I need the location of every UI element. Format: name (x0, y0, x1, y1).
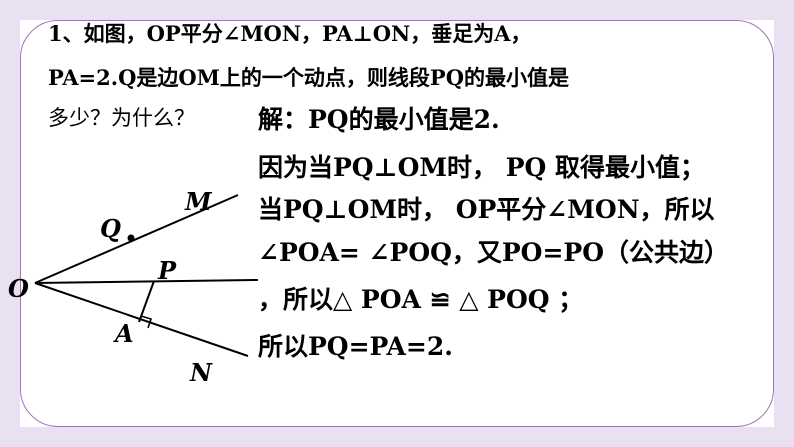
reason-line-1: 因为当PQ⊥OM时， PQ 取得最小值； (258, 153, 706, 182)
question-line-2: PA=2.Q是边OM上的一个动点，则线段PQ的最小值是 (48, 65, 569, 90)
right-angle-marker (140, 315, 153, 329)
answer-line: 解：PQ的最小值是2. (258, 105, 500, 134)
segment-pa (138, 280, 155, 323)
ray-op (34, 279, 259, 284)
reason-line-2: 当PQ⊥OM时， OP平分∠MON，所以 (258, 195, 715, 224)
question-line-3: 多少？为什么？ (48, 106, 195, 130)
label-p: P (157, 256, 177, 285)
label-m: M (184, 187, 213, 216)
label-o: O (8, 274, 29, 303)
reason-line-4: ，所以△ POA ≌ △ POQ ； (258, 285, 584, 314)
slide-card (20, 20, 774, 427)
label-n: N (189, 358, 213, 387)
question-line-1: 1、如图，OP平分∠MON，PA⊥ON，垂足为A， (48, 21, 532, 46)
label-a: A (113, 319, 134, 348)
reason-line-3: ∠POA= ∠POQ，又PO=PO（公共边） (258, 238, 729, 267)
label-q: Q (100, 214, 121, 243)
ray-om (34, 194, 239, 284)
ray-on (34, 282, 249, 357)
point-q-dot (127, 234, 135, 242)
conclusion-line: 所以PQ=PA=2. (258, 332, 453, 361)
